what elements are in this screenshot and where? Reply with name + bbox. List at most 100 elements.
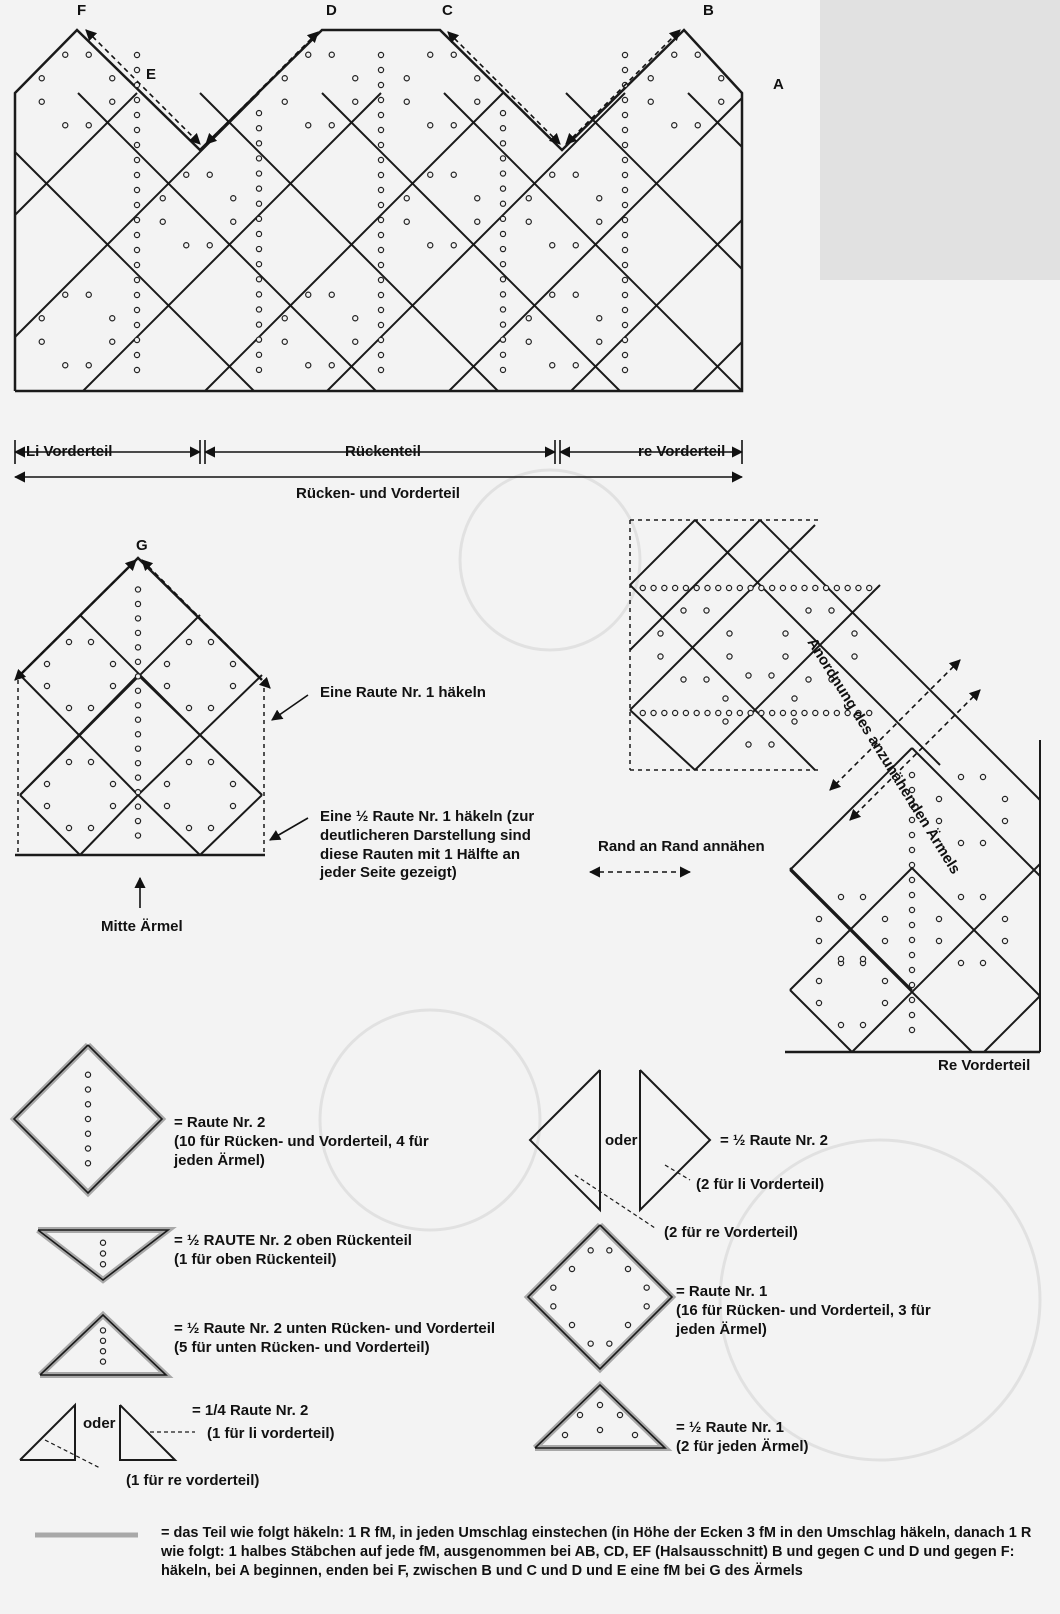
- body-eyelet-dot: [109, 98, 116, 105]
- body-grid-line: [443, 92, 743, 392]
- body-eyelet-dot: [133, 66, 141, 74]
- body-eyelet-dot: [621, 141, 629, 149]
- body-eyelet-dot: [621, 336, 629, 344]
- body-eyelet-dot: [621, 156, 629, 164]
- left-front-label: Li Vorderteil: [26, 443, 113, 460]
- body-eyelet-dot: [62, 51, 69, 58]
- back-label: Rückenteil: [345, 443, 421, 460]
- sew-edges-label: Rand an Rand annähen: [598, 838, 765, 855]
- legend-dot: [84, 1130, 92, 1137]
- sleeve-eyelet-dot: [229, 802, 237, 810]
- assembly-eyelet-dot: [833, 584, 841, 592]
- assembly-eyelet-dot: [693, 709, 700, 717]
- body-eyelet-dot: [572, 242, 579, 249]
- sleeve-eyelet-dot: [109, 682, 117, 690]
- body-eyelet-dot: [377, 276, 385, 284]
- body-eyelet-dot: [133, 171, 141, 179]
- sleeve-eyelet-dot: [109, 660, 117, 668]
- right-front-assembly-label: Re Vorderteil: [938, 1057, 1031, 1074]
- front-eyelet-dot: [1001, 817, 1009, 825]
- legend-side-leader: [664, 1164, 691, 1181]
- body-eyelet-dot: [230, 218, 237, 225]
- body-eyelet-dot: [671, 51, 678, 58]
- body-eyelet-dot: [621, 111, 629, 119]
- body-eyelet-dot: [621, 96, 629, 104]
- body-eyelet-dot: [377, 216, 385, 224]
- legend-dot: [84, 1160, 92, 1167]
- body-eyelet-dot: [377, 366, 385, 374]
- body-eyelet-dot: [109, 338, 116, 345]
- sleeve-eyelet-dot: [87, 824, 95, 832]
- body-eyelet-dot: [718, 75, 725, 82]
- legend-dot: [99, 1337, 107, 1345]
- front-grid-line: [789, 869, 973, 1053]
- sleeve-eyelet-dot: [229, 660, 237, 668]
- assembly-eyelet-dot: [779, 709, 787, 717]
- body-eyelet-dot: [85, 291, 92, 298]
- body-eyelet-dot: [377, 171, 385, 179]
- assembly-grid-line: [629, 584, 816, 771]
- assembly-eyelet-dot: [657, 653, 664, 660]
- body-eyelet-dot: [255, 291, 263, 298]
- point-f: F: [77, 2, 87, 19]
- legend-raute2-name: = Raute Nr. 2: [174, 1114, 266, 1131]
- body-eyelet-dot: [133, 321, 141, 329]
- front-eyelet-dot: [881, 977, 889, 985]
- body-eyelet-dot: [255, 351, 263, 358]
- back-and-front-label: Rücken- und Vorderteil: [296, 485, 460, 502]
- sleeve-eyelet-dot: [134, 673, 142, 680]
- sleeve-eyelet-dot: [134, 687, 142, 694]
- assembly-eyelet-dot: [768, 709, 776, 717]
- front-eyelet-dot: [837, 893, 845, 901]
- body-eyelet-dot: [255, 366, 263, 374]
- sleeve-eyelet-dot: [65, 638, 73, 646]
- sleeve-grid-line: [137, 794, 201, 856]
- legend-quarter-left-symbol: [19, 1402, 76, 1461]
- body-eyelet-dot: [183, 171, 190, 178]
- body-eyelet-dot: [499, 321, 507, 328]
- legend-quarter-name: = 1/4 Raute Nr. 2: [192, 1402, 309, 1419]
- body-grid-line: [448, 97, 743, 392]
- body-eyelet-dot: [596, 195, 603, 202]
- body-eyelet-dot: [133, 351, 141, 359]
- assembly-eyelet-dot: [851, 653, 858, 660]
- legend-dot: [631, 1431, 639, 1439]
- body-eyelet-dot: [403, 75, 410, 82]
- body-eyelet-dot: [549, 362, 556, 369]
- front-eyelet-dot: [815, 999, 823, 1007]
- assembly-eyelet-dot: [855, 584, 862, 592]
- body-eyelet-dot: [621, 231, 629, 239]
- assembly-eyelet-dot: [693, 584, 700, 592]
- body-eyelet-dot: [255, 200, 263, 207]
- assembly-eyelet-dot: [715, 584, 722, 592]
- body-eyelet-dot: [133, 51, 141, 59]
- body-eyelet-dot: [377, 261, 385, 269]
- half-motif1-leader: [269, 817, 309, 841]
- body-eyelet-dot: [377, 246, 385, 254]
- body-eyelet-dot: [621, 126, 629, 134]
- assembly-grid-line: [629, 519, 761, 651]
- body-eyelet-dot: [133, 126, 141, 134]
- body-eyelet-dot: [377, 306, 385, 314]
- body-eyelet-dot: [621, 66, 629, 74]
- body-eyelet-dot: [206, 171, 213, 178]
- front-eyelet-dot: [957, 959, 965, 967]
- assembly-eyelet-dot: [725, 709, 733, 717]
- body-eyelet-dot: [133, 231, 141, 239]
- sleeve-eyelet-dot: [87, 758, 95, 766]
- body-eyelet-dot: [499, 125, 507, 132]
- legend-quarter-right: (1 für re vorderteil): [126, 1472, 260, 1489]
- point-b: B: [703, 2, 714, 19]
- sleeve-eyelet-dot: [163, 682, 171, 690]
- body-eyelet-dot: [499, 336, 507, 343]
- assembly-eyelet-dot: [745, 672, 752, 679]
- assembly-eyelet-dot: [680, 676, 687, 683]
- sleeve-arrow-right: [141, 559, 271, 689]
- front-grid-line: [911, 867, 1041, 997]
- body-eyelet-dot: [377, 66, 385, 74]
- assembly-arrow-2: [849, 689, 981, 821]
- legend-dot: [643, 1284, 650, 1291]
- body-eyelet-dot: [377, 201, 385, 209]
- body-eyelet-dot: [549, 291, 556, 298]
